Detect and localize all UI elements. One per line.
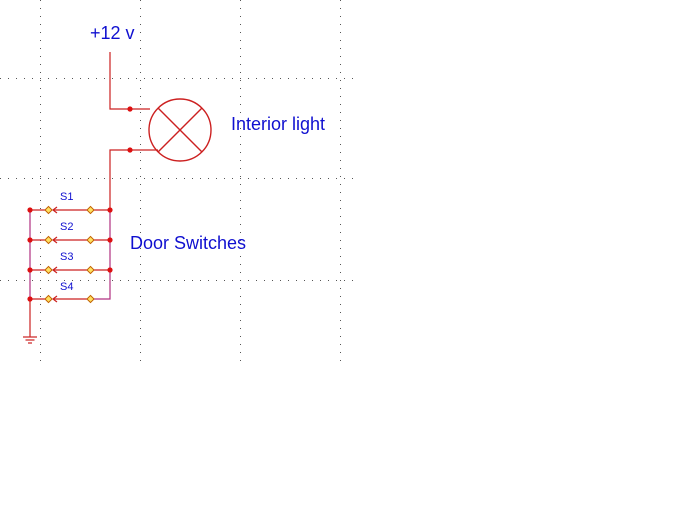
interior-light-lamp <box>148 98 212 162</box>
interior-light-label: Interior light <box>231 114 325 134</box>
switch-s2-label: S2 <box>60 221 73 233</box>
switch-s3-label: S3 <box>60 251 73 263</box>
switch-s1: S1 <box>27 191 113 215</box>
lamp-node-bottom <box>127 147 133 153</box>
switch-s2: S2 <box>27 221 113 245</box>
right-switch-bus <box>91 209 111 300</box>
lamp-return-wire <box>109 149 158 209</box>
lamp-node-top <box>127 106 133 112</box>
grid-dots <box>0 0 353 361</box>
switch-s4-label: S4 <box>60 281 73 293</box>
supply-wire <box>109 52 150 110</box>
door-switch-group: S1 S2 S3 <box>27 191 113 304</box>
ground-icon <box>23 336 37 344</box>
supply-label: +12 v <box>90 23 135 43</box>
switch-s4: S4 <box>27 281 95 304</box>
switch-s1-label: S1 <box>60 191 73 203</box>
switch-s3: S3 <box>27 251 113 275</box>
door-switches-label: Door Switches <box>130 233 246 253</box>
